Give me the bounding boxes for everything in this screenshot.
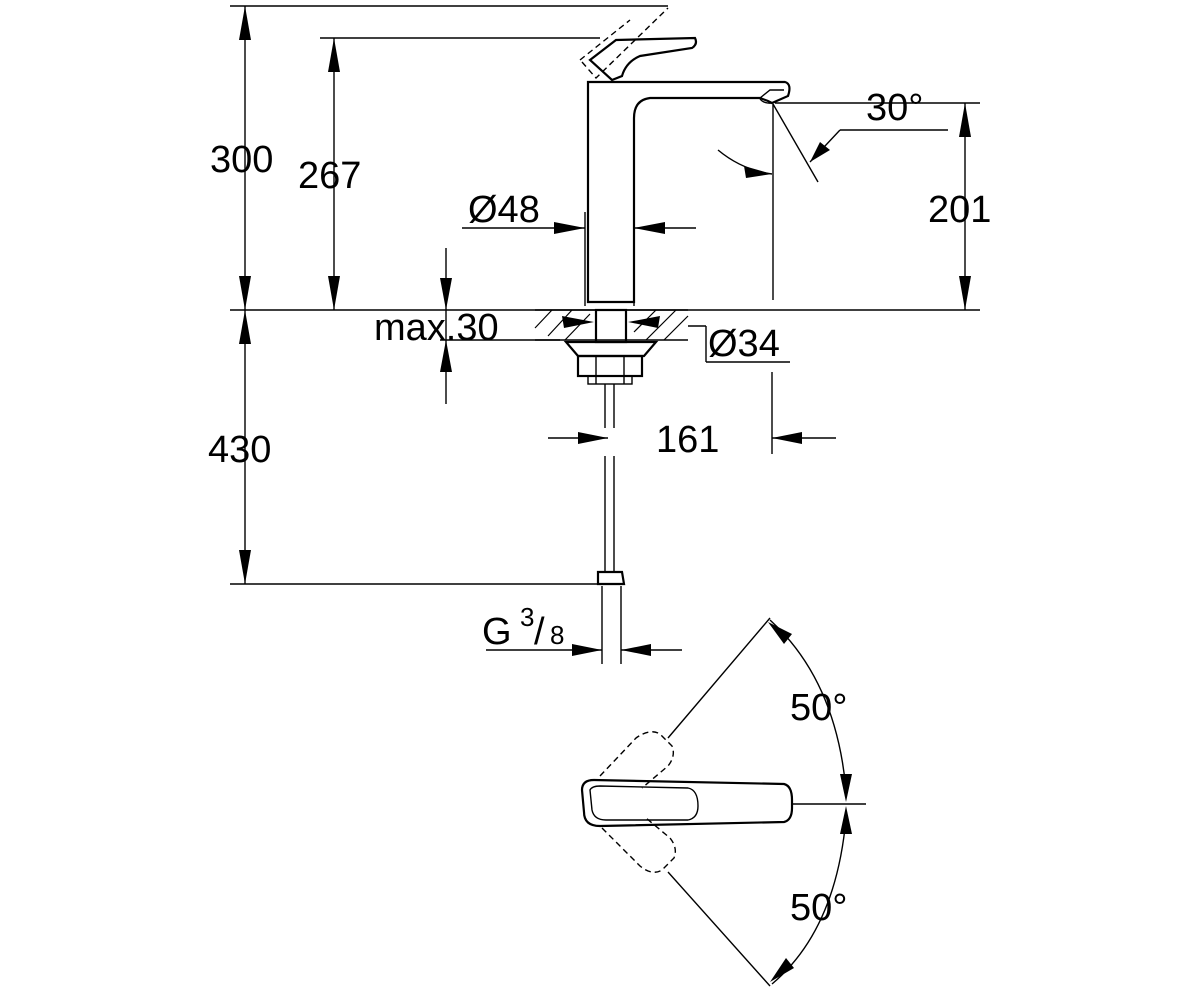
label-diameter-48: Ø48 xyxy=(468,189,540,231)
label-thread-numerator: 3 xyxy=(520,602,534,632)
label-thread-denominator: 8 xyxy=(550,620,564,650)
mounting-section xyxy=(534,308,689,385)
dimension-161: 161 xyxy=(548,372,836,461)
faucet-body xyxy=(579,7,791,304)
dimension-max-30: max.30 xyxy=(374,248,560,404)
dimension-201: 201 xyxy=(775,102,991,310)
dimension-267: 267 xyxy=(298,37,600,310)
dimension-300: 300 xyxy=(210,5,668,310)
label-267: 267 xyxy=(298,155,361,197)
supply-hose xyxy=(596,384,626,664)
label-max-30: max.30 xyxy=(374,307,499,349)
label-thread-slash: / xyxy=(534,611,545,653)
label-50-degrees-bottom: 50° xyxy=(790,887,847,929)
label-50-degrees-top: 50° xyxy=(790,687,847,729)
label-diameter-34: Ø34 xyxy=(708,323,780,365)
dimension-430: 430 xyxy=(208,310,604,585)
lever-top-view: 50° 50° xyxy=(580,617,866,987)
label-161: 161 xyxy=(656,419,719,461)
label-201: 201 xyxy=(928,189,991,231)
dimension-thread: G 3 / 8 xyxy=(482,602,682,656)
dimension-diameter-48: Ø48 xyxy=(462,189,696,306)
angle-30: 30° xyxy=(717,87,948,300)
dimension-diameter-34: Ø34 xyxy=(688,323,790,365)
label-thread-g: G xyxy=(482,611,512,653)
label-430: 430 xyxy=(208,429,271,471)
label-30-degrees: 30° xyxy=(866,87,923,129)
label-300: 300 xyxy=(210,139,273,181)
